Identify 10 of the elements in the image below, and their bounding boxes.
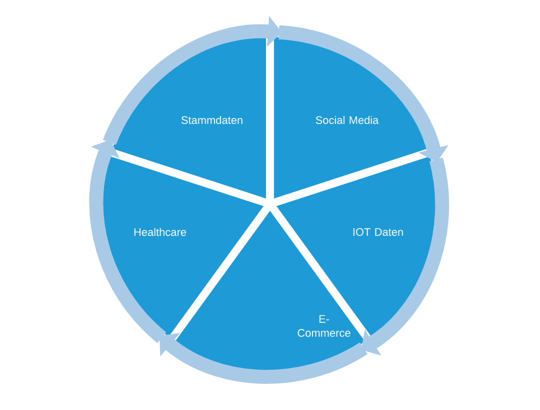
pie-segment (274, 37, 428, 198)
pie-segment (112, 37, 266, 198)
segment-label: Healthcare (134, 228, 186, 236)
pie-segment (276, 156, 437, 337)
pie-segment (103, 156, 264, 337)
segment-label: E- Commerce (298, 315, 350, 337)
segment-label: IOT Daten (353, 228, 403, 236)
segment-label: Social Media (316, 116, 379, 124)
cycle-arrow (361, 158, 449, 356)
segment-label: Stammdaten (181, 116, 242, 124)
